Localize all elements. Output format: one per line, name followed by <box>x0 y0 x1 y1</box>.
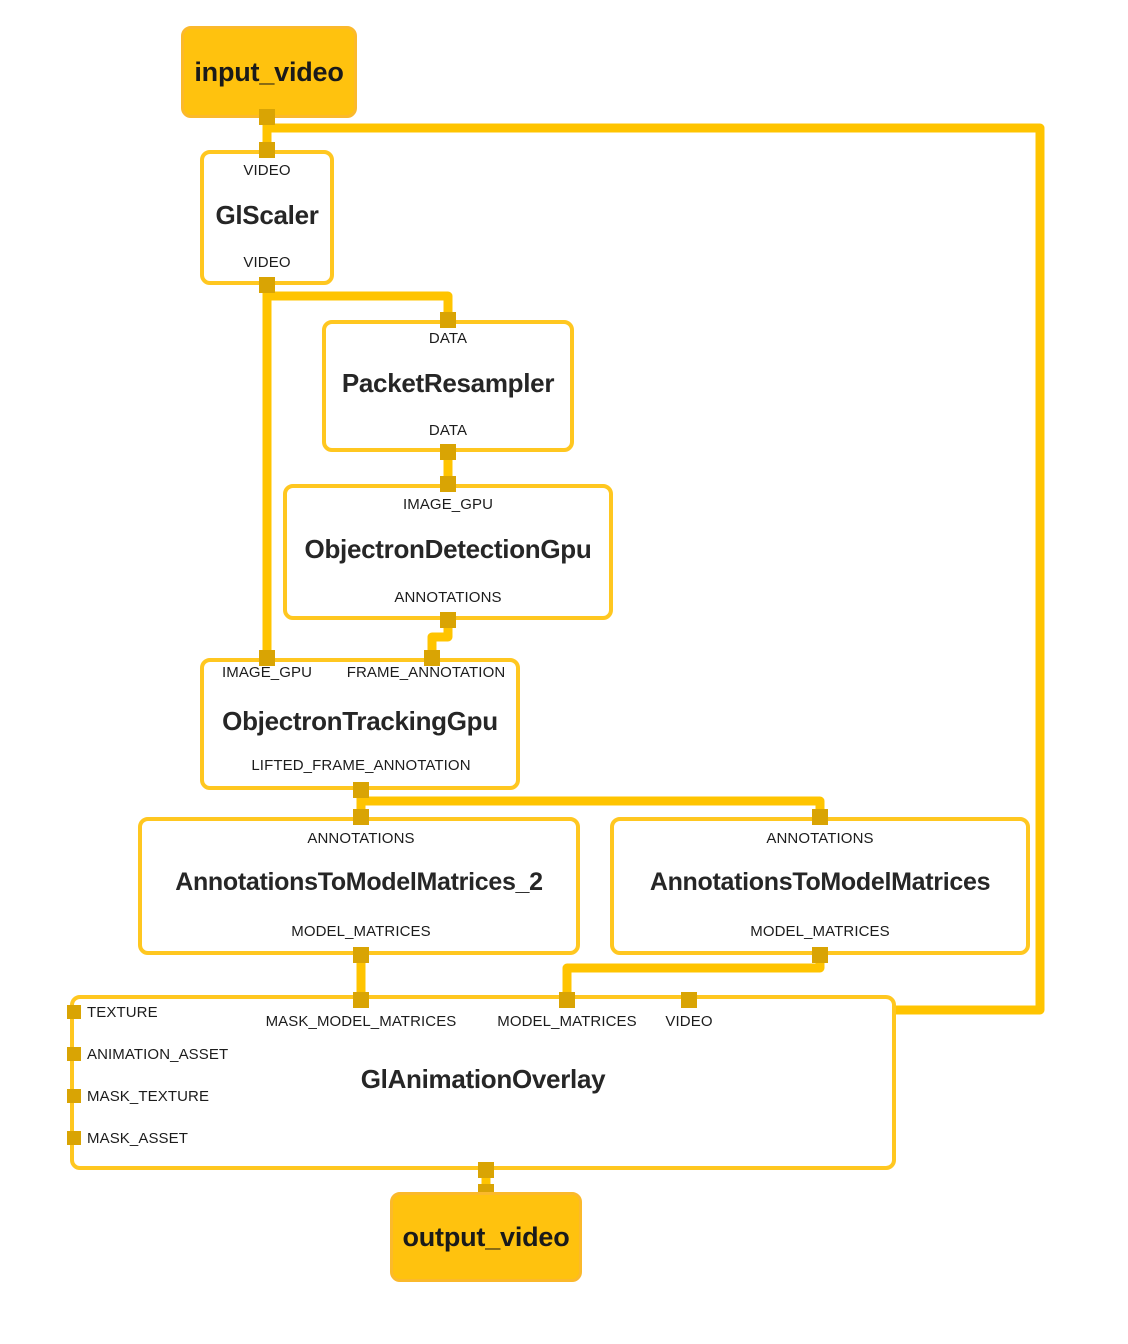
port-label-a2mm2-annotations: ANNOTATIONS <box>307 830 415 847</box>
port-label-a2mm-model-matrices: MODEL_MATRICES <box>750 923 890 940</box>
port-label-objectrondetectiongpu-annotations: ANNOTATIONS <box>394 589 502 606</box>
edge-objectrontrackinggpu-a2mm <box>361 796 825 817</box>
port-glscaler-video-in[interactable] <box>259 142 275 158</box>
port-label-overlay-animation-asset: ANIMATION_ASSET <box>87 1046 229 1063</box>
port-label-a2mm2-model-matrices: MODEL_MATRICES <box>291 923 431 940</box>
port-label-objectrontrackinggpu-frame-annotation: FRAME_ANNOTATION <box>346 664 506 681</box>
port-overlay-out[interactable] <box>478 1162 494 1178</box>
node-output-video[interactable]: output_video <box>390 1192 582 1282</box>
port-label-overlay-model-matrices: MODEL_MATRICES <box>497 1013 637 1030</box>
node-label: GlScaler <box>215 200 319 230</box>
port-label-overlay-texture: TEXTURE <box>87 1004 158 1021</box>
port-objectrontrackinggpu-image-gpu-in[interactable] <box>259 650 275 666</box>
port-label-overlay-mask-asset: MASK_ASSET <box>87 1130 189 1147</box>
edge-objectrondetectiongpu-objectrontrackinggpu <box>427 620 453 658</box>
port-label-a2mm-annotations: ANNOTATIONS <box>766 830 874 847</box>
port-a2mm-annotations-in[interactable] <box>812 809 828 825</box>
port-a2mm2-model-matrices-out[interactable] <box>353 947 369 963</box>
node-glanimationoverlay[interactable]: GlAnimationOverlay <box>70 995 896 1170</box>
edge-a2mm-glanimationoverlay <box>562 955 825 995</box>
port-glscaler-video-out[interactable] <box>259 277 275 293</box>
port-overlay-mask-texture-in[interactable] <box>67 1089 81 1103</box>
port-overlay-texture-in[interactable] <box>67 1005 81 1019</box>
port-overlay-model-matrices-in[interactable] <box>559 992 575 1008</box>
port-objectrontrackinggpu-frame-annotation-in[interactable] <box>424 650 440 666</box>
edge-glscaler-packetresampler <box>267 291 453 320</box>
port-overlay-mask-asset-in[interactable] <box>67 1131 81 1145</box>
port-input-video-out[interactable] <box>259 109 275 125</box>
node-label: input_video <box>194 56 344 87</box>
port-label-glscaler-video-in: VIDEO <box>243 162 291 179</box>
port-overlay-mask-model-matrices-in[interactable] <box>353 992 369 1008</box>
port-packetresampler-data-in[interactable] <box>440 312 456 328</box>
port-label-objectrontrackinggpu-image-gpu: IMAGE_GPU <box>221 664 313 681</box>
port-label-overlay-mask-texture: MASK_TEXTURE <box>87 1088 210 1105</box>
node-label: ObjectronTrackingGpu <box>222 706 498 736</box>
port-objectrondetectiongpu-annotations-out[interactable] <box>440 612 456 628</box>
port-label-objectrondetectiongpu-image-gpu: IMAGE_GPU <box>402 496 494 513</box>
port-a2mm-model-matrices-out[interactable] <box>812 947 828 963</box>
node-label: output_video <box>402 1221 570 1252</box>
node-label: AnnotationsToModelMatrices <box>649 868 991 896</box>
port-label-overlay-video: VIDEO <box>665 1013 713 1030</box>
port-overlay-video-in[interactable] <box>681 992 697 1008</box>
node-label: PacketResampler <box>341 368 555 398</box>
port-overlay-animation-asset-in[interactable] <box>67 1047 81 1061</box>
node-input-video[interactable]: input_video <box>181 26 357 118</box>
port-a2mm2-annotations-in[interactable] <box>353 809 369 825</box>
port-label-overlay-mask-model-matrices: MASK_MODEL_MATRICES <box>265 1013 457 1030</box>
port-label-objectrontrackinggpu-lifted: LIFTED_FRAME_ANNOTATION <box>251 757 471 774</box>
port-label-packetresampler-data-out: DATA <box>428 422 468 439</box>
node-objectrontrackinggpu[interactable]: ObjectronTrackingGpu <box>200 658 520 790</box>
node-annotationstomodelmatrices-2[interactable]: AnnotationsToModelMatrices_2 <box>138 817 580 955</box>
node-label: ObjectronDetectionGpu <box>304 534 592 564</box>
port-objectrontrackinggpu-lifted-out[interactable] <box>353 782 369 798</box>
port-packetresampler-data-out[interactable] <box>440 444 456 460</box>
port-label-glscaler-video-out: VIDEO <box>243 254 291 271</box>
node-annotationstomodelmatrices[interactable]: AnnotationsToModelMatrices <box>610 817 1030 955</box>
port-objectrondetectiongpu-image-gpu-in[interactable] <box>440 476 456 492</box>
port-label-packetresampler-data-in: DATA <box>428 330 468 347</box>
node-glscaler[interactable]: GlScaler <box>200 150 334 285</box>
node-label: AnnotationsToModelMatrices_2 <box>175 868 543 896</box>
node-label: GlAnimationOverlay <box>360 1064 606 1094</box>
